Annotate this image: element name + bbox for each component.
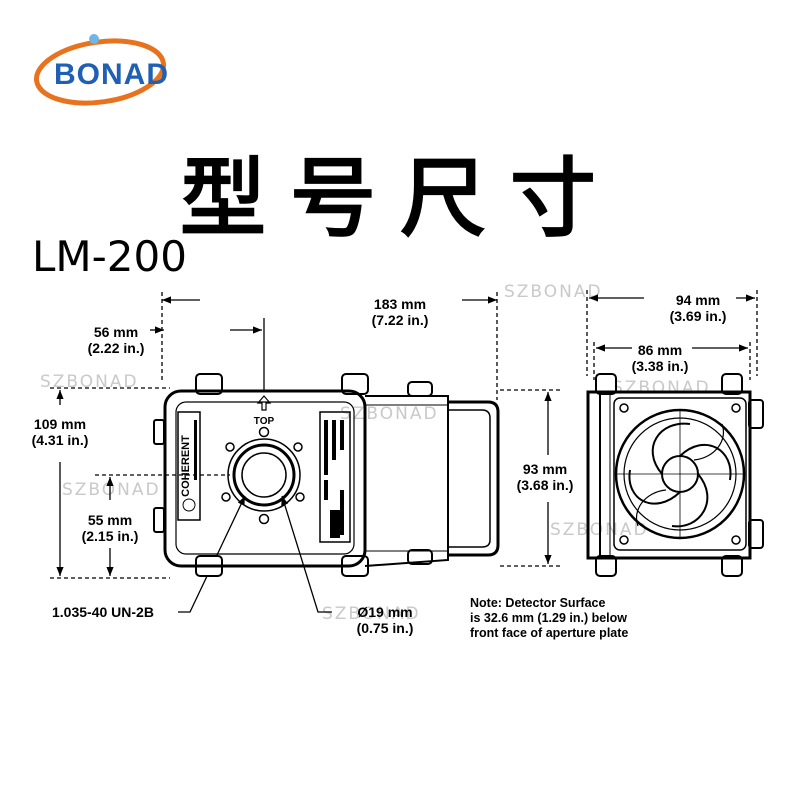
- top-label: TOP: [254, 416, 275, 427]
- logo-swoosh-icon: [33, 34, 167, 106]
- detector-note: Note: Detector Surface is 32.6 mm (1.29 …: [470, 596, 629, 640]
- model-name: LM-200: [32, 232, 187, 281]
- dimension-fan-width-label: 86 mm(3.38 in.): [631, 342, 689, 374]
- page-title: 型号尺寸: [180, 149, 620, 249]
- watermark: SZBONAD: [504, 282, 603, 302]
- watermark: SZBONAD: [550, 520, 649, 540]
- thread-spec-label: 1.035-40 UN-2B: [52, 604, 154, 620]
- dimension-width-label: 183 mm(7.22 in.): [371, 296, 429, 328]
- dimension-side-width-label: 94 mm(3.69 in.): [669, 292, 727, 324]
- dimension-height-label: 109 mm(4.31 in.): [31, 416, 89, 448]
- brand-label: COHERENT: [180, 435, 192, 497]
- logo-text: BONAD: [54, 58, 169, 91]
- watermark: SZBONAD: [40, 372, 139, 392]
- aperture-diameter-label: Ø19 mm(0.75 in.): [356, 604, 414, 636]
- dimension-offset-label: 56 mm(2.22 in.): [87, 324, 145, 356]
- watermark: SZBONAD: [322, 604, 421, 624]
- dimension-body-height-label: 93 mm(3.68 in.): [516, 461, 574, 493]
- bonad-logo: BONAD: [32, 30, 172, 116]
- dimension-center-height-label: 55 mm(2.15 in.): [81, 512, 139, 544]
